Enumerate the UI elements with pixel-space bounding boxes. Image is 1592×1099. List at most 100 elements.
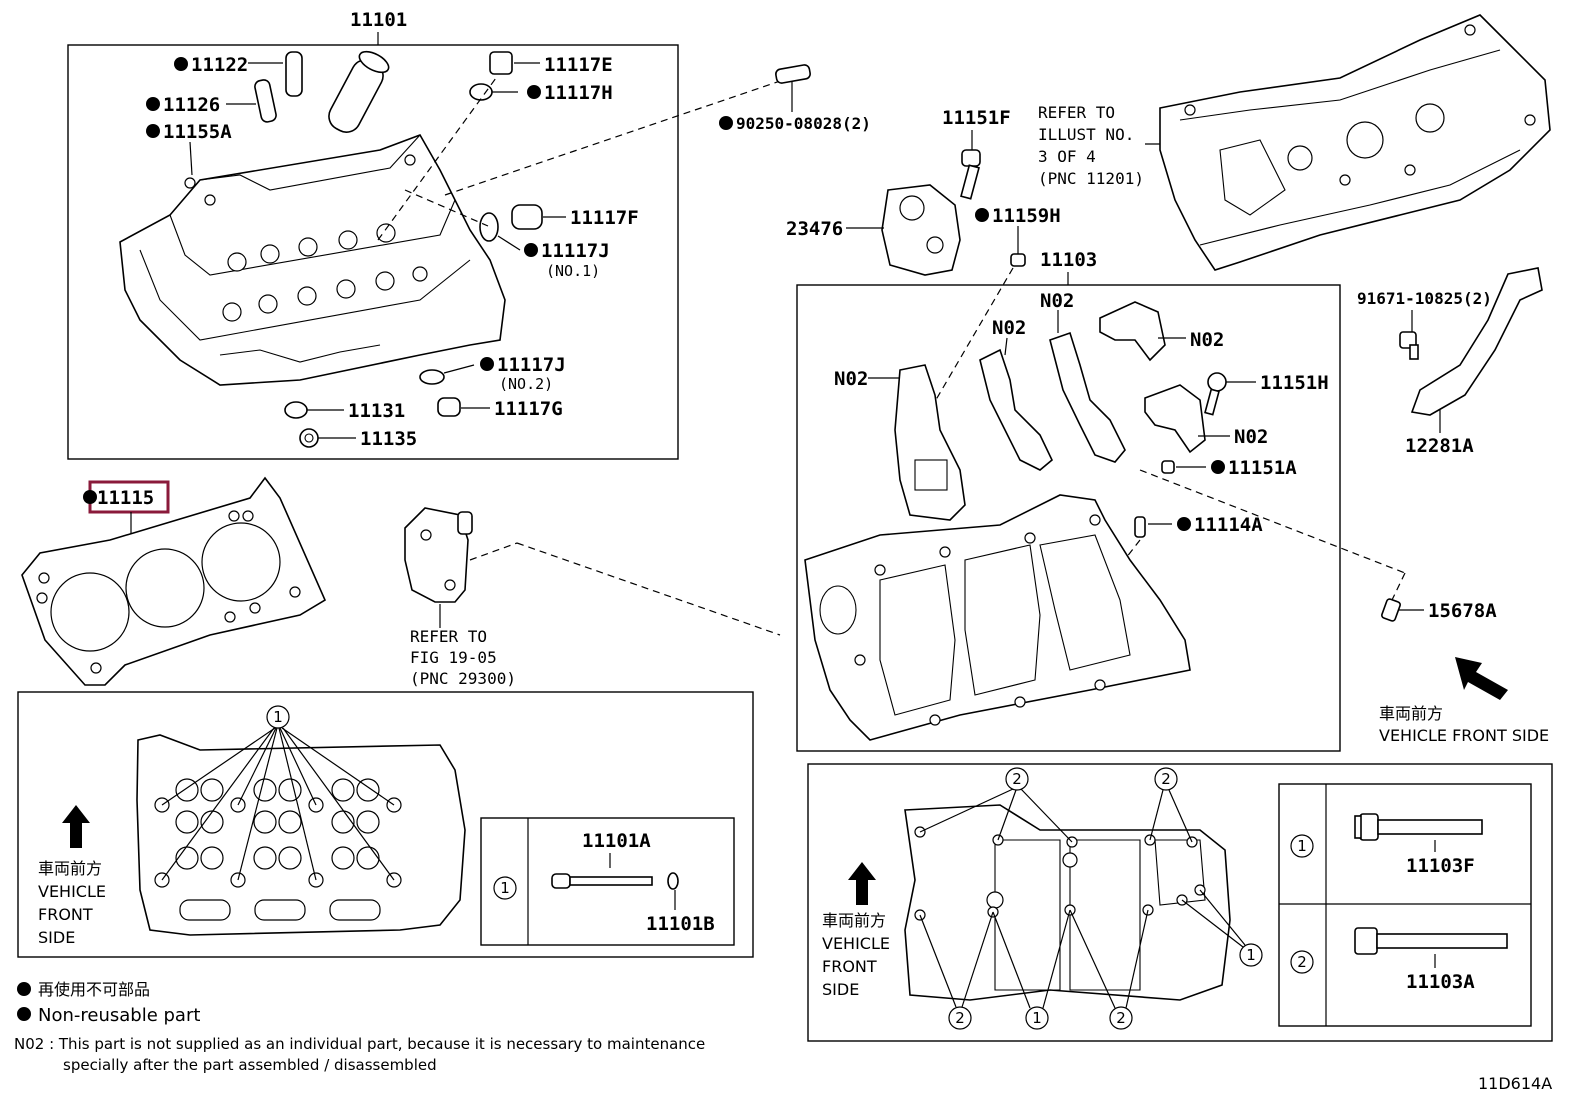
part-11151H-bolt[interactable] <box>1204 372 1256 416</box>
part-sleeve-tube[interactable] <box>324 47 392 137</box>
label-91671-10825[interactable]: 91671-10825(2) <box>1357 289 1492 308</box>
bearing-cap-2[interactable] <box>979 348 1053 471</box>
part-11159H-plug[interactable] <box>1010 253 1026 267</box>
part-91671-bolt[interactable] <box>1399 331 1419 360</box>
block-bolt-pattern-box <box>807 763 1553 1042</box>
label-11117F[interactable]: 11117F <box>570 207 639 229</box>
part-11131-seal[interactable] <box>284 401 344 419</box>
label-11103[interactable]: 11103 <box>1040 249 1097 271</box>
label-n02-d[interactable]: N02 <box>1190 329 1224 351</box>
bearing-cap-5[interactable] <box>1144 384 1206 454</box>
part-90250-dowel[interactable] <box>775 64 811 112</box>
callout-1-leaders-head <box>161 727 395 881</box>
label-11103F[interactable]: 11103F <box>1406 855 1475 877</box>
bearing-cap-1[interactable] <box>894 364 966 521</box>
part-11117F-plug[interactable] <box>511 204 566 230</box>
part-11135-seal[interactable] <box>299 428 356 448</box>
part-11117H-gasket[interactable] <box>469 83 518 101</box>
callout-1-head: 1 <box>273 708 283 726</box>
part-11101B-washer[interactable] <box>667 872 679 910</box>
vehicle-front-arrow-right <box>1455 657 1508 700</box>
block-top-view-drawing[interactable] <box>904 804 1231 1001</box>
label-11117J-no1[interactable]: 11117J <box>541 240 610 262</box>
bearing-cap-3[interactable] <box>1049 331 1126 463</box>
label-n02-e[interactable]: N02 <box>1234 426 1268 448</box>
ref-cover-line2: ILLUST NO. <box>1038 125 1134 144</box>
ref-cover-line3: 3 OF 4 <box>1038 147 1096 166</box>
label-11117J-no2[interactable]: 11117J <box>497 354 566 376</box>
callout-2-block-top-left: 2 <box>1012 770 1022 788</box>
vehicle-front-jp-right: 車両前方 <box>1379 704 1443 723</box>
label-11159H[interactable]: 11159H <box>992 205 1061 227</box>
label-no1: (NO.1) <box>546 262 600 280</box>
label-11117H[interactable]: 11117H <box>544 82 613 104</box>
part-11114A-pin[interactable] <box>1134 516 1172 538</box>
label-11122[interactable]: 11122 <box>191 54 248 76</box>
vehicle-front-jp-bottom: 車両前方 <box>822 911 886 930</box>
part-11126-pin[interactable] <box>226 79 277 123</box>
label-11155A[interactable]: 11155A <box>163 121 232 143</box>
vacuum-pump-drawing[interactable] <box>404 507 473 603</box>
vehicle-front-jp-left: 車両前方 <box>38 859 102 878</box>
part-11117G-plug[interactable] <box>437 397 490 417</box>
label-23476[interactable]: 23476 <box>786 218 843 240</box>
part-12281A-chain-guide[interactable] <box>1410 267 1543 416</box>
label-11101A[interactable]: 11101A <box>582 830 651 852</box>
label-11131[interactable]: 11131 <box>348 400 405 422</box>
label-90250-08028[interactable]: 90250-08028(2) <box>736 114 871 133</box>
cylinder-block-drawing[interactable] <box>804 494 1191 741</box>
part-11122-pin[interactable] <box>248 51 303 97</box>
part-11117J-no1-gasket[interactable] <box>479 212 521 251</box>
note-n02-line1: N02 : This part is not supplied as an in… <box>14 1035 705 1053</box>
ref-pump-line3: (PNC 29300) <box>410 669 516 688</box>
part-11117E-plug[interactable] <box>489 51 540 75</box>
vehicle-front-en1-bottom: VEHICLE <box>822 934 890 953</box>
callout-1-table-block: 1 <box>1297 837 1307 855</box>
label-11101[interactable]: 11101 <box>350 9 407 31</box>
cam-cover-drawing[interactable] <box>1159 14 1551 271</box>
bearing-cap-4[interactable] <box>1099 301 1166 362</box>
label-n02-b[interactable]: N02 <box>992 317 1026 339</box>
vehicle-front-en-right: VEHICLE FRONT SIDE <box>1379 726 1549 745</box>
legend-dot-en <box>17 1007 31 1021</box>
ref-cover-line1: REFER TO <box>1038 103 1115 122</box>
part-15678A-plug[interactable] <box>1381 598 1424 622</box>
part-11103F-bolt[interactable] <box>1354 813 1483 852</box>
label-12281A[interactable]: 12281A <box>1405 435 1474 457</box>
label-11151A[interactable]: 11151A <box>1228 457 1297 479</box>
legend-dot-jp <box>17 982 31 996</box>
block-bolt-positions <box>914 826 1206 921</box>
block-bolt-table <box>1278 783 1532 1027</box>
head-bolt-pattern-box <box>17 691 754 958</box>
legend-jp: 再使用不可部品 <box>38 980 150 999</box>
callout-1-block-bottom: 1 <box>1032 1009 1042 1027</box>
label-n02-a[interactable]: N02 <box>834 368 868 390</box>
vehicle-front-en3-left: SIDE <box>38 928 75 947</box>
part-11117J-no2-gasket[interactable] <box>419 364 475 385</box>
label-n02-c[interactable]: N02 <box>1040 290 1074 312</box>
label-11135[interactable]: 11135 <box>360 428 417 450</box>
label-11151H[interactable]: 11151H <box>1260 372 1329 394</box>
part-11103A-bolt[interactable] <box>1354 927 1508 968</box>
figure-id: 11D614A <box>1478 1074 1552 1093</box>
part-11151F-bolt[interactable] <box>960 149 981 200</box>
vehicle-front-arrow-bottom <box>848 862 876 905</box>
cylinder-head-drawing[interactable] <box>119 134 506 386</box>
label-11114A[interactable]: 11114A <box>1194 514 1263 536</box>
head-top-view-drawing[interactable] <box>136 734 466 936</box>
part-11151A-pin[interactable] <box>1161 460 1206 474</box>
label-11103A[interactable]: 11103A <box>1406 971 1475 993</box>
label-11115[interactable]: 11115 <box>97 487 154 509</box>
label-11117E[interactable]: 11117E <box>544 54 613 76</box>
label-15678A[interactable]: 15678A <box>1428 600 1497 622</box>
part-11101A-bolt[interactable] <box>551 873 653 889</box>
note-n02-line2: specially after the part assembled / dis… <box>63 1056 437 1074</box>
label-11126[interactable]: 11126 <box>163 94 220 116</box>
label-11101B[interactable]: 11101B <box>646 913 715 935</box>
part-23476-housing[interactable] <box>881 184 961 276</box>
part-11115-head-gasket[interactable] <box>21 476 327 686</box>
label-11151F[interactable]: 11151F <box>942 107 1011 129</box>
callout-1-block-right: 1 <box>1246 946 1256 964</box>
label-11117G[interactable]: 11117G <box>494 398 563 420</box>
ref-pump-line2: FIG 19-05 <box>410 648 497 667</box>
